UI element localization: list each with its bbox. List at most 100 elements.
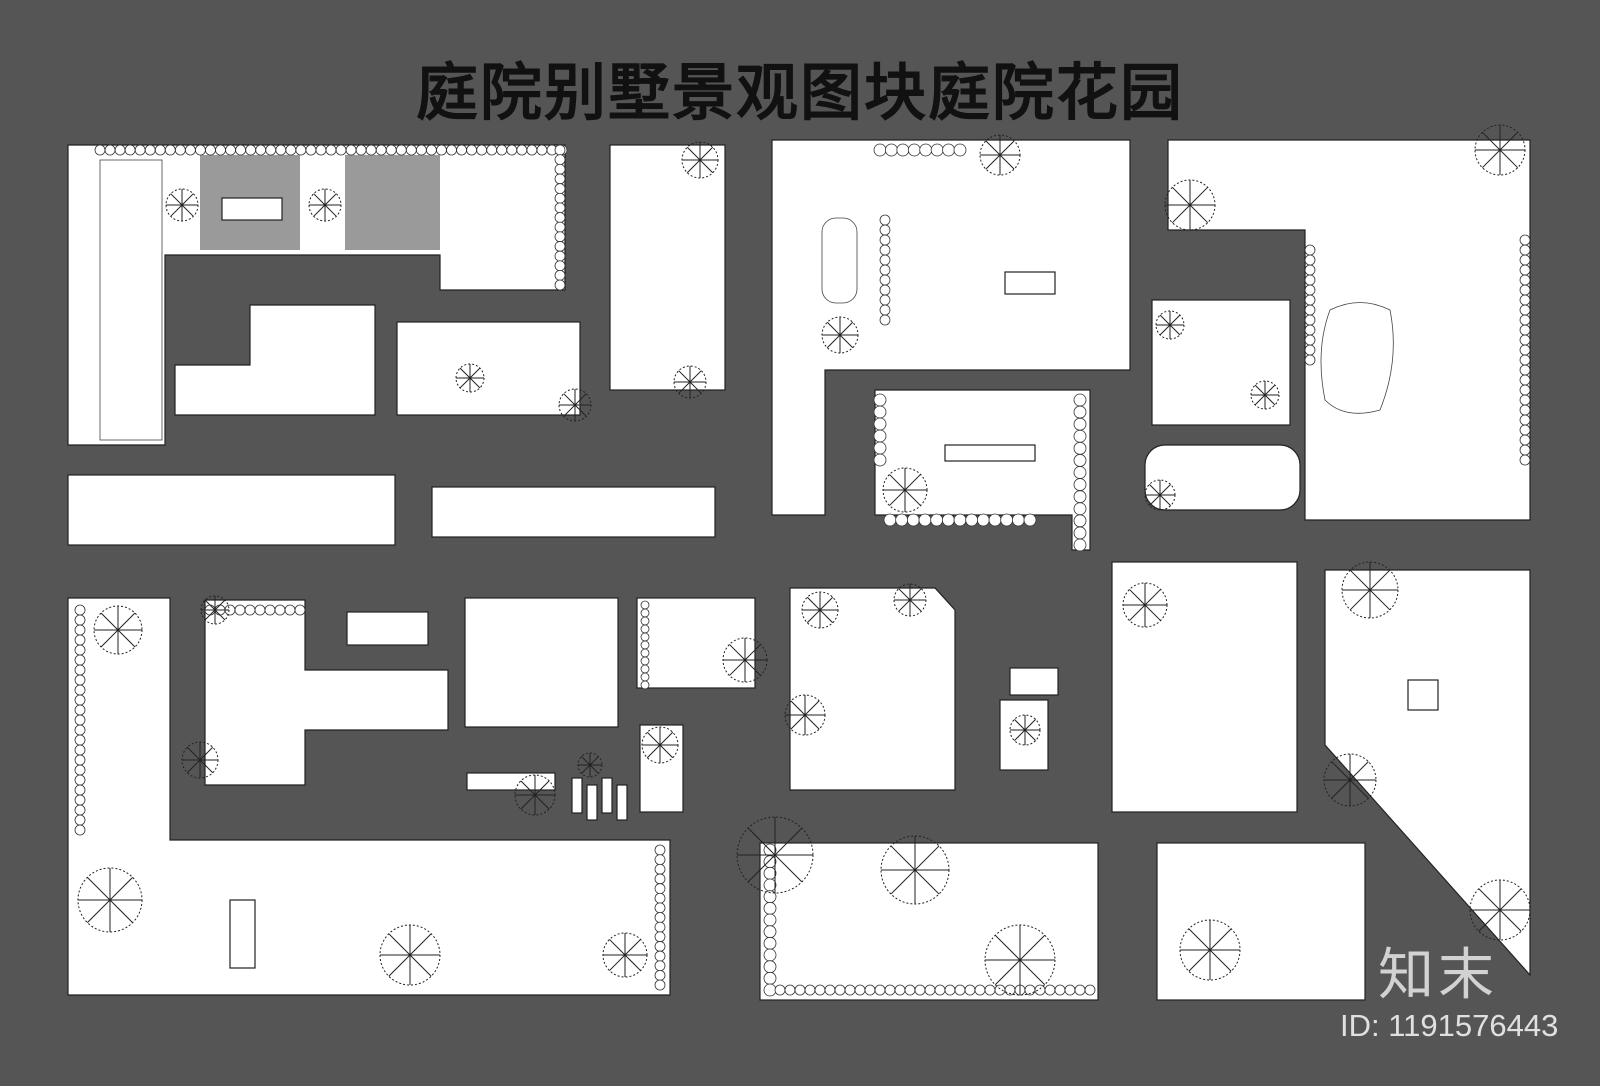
hedge-shrub <box>1519 284 1531 296</box>
hedge-shrub <box>763 948 777 962</box>
hedge-shrub <box>284 604 296 616</box>
tree-symbol <box>93 605 143 655</box>
hedge-shrub <box>834 984 846 996</box>
hedge-shrub <box>74 674 86 686</box>
hedge-shrub <box>184 144 196 156</box>
plan-side-yard <box>609 144 726 391</box>
hedge-shrub <box>554 154 566 166</box>
hedge-shrub <box>526 144 538 156</box>
dining-table <box>944 444 1036 462</box>
hedge-shrub <box>325 144 337 156</box>
watermark-id: ID: 1191576443 <box>1340 1008 1559 1043</box>
hedge-shrub <box>74 664 86 676</box>
hedge-shrub <box>1073 417 1087 431</box>
hedge-shrub <box>879 264 891 276</box>
hedge-shrub <box>654 854 666 866</box>
tree-symbol <box>736 816 814 894</box>
plan-small-2 <box>346 611 429 646</box>
hedge-shrub <box>763 960 777 974</box>
stepping-stones <box>571 777 628 821</box>
plan-deck-4 <box>636 597 756 689</box>
hedge-shrub <box>436 144 447 156</box>
hedge-shrub <box>235 144 247 156</box>
tree-symbol <box>784 694 826 736</box>
hedge-shrub <box>654 902 666 914</box>
hedge-shrub <box>274 604 286 616</box>
hedge-shrub <box>1304 324 1316 336</box>
hedge-shrub <box>74 684 86 696</box>
hedge-shrub <box>174 144 186 156</box>
hedge-shrub <box>305 144 317 156</box>
hedge-shrub <box>1073 526 1087 540</box>
tree-symbol <box>880 835 950 905</box>
hedge-shrub <box>554 144 566 156</box>
hedge-shrub <box>874 984 886 996</box>
hedge-shrub <box>554 183 566 194</box>
hedge-shrub <box>824 984 836 996</box>
hedge-shrub <box>640 640 650 650</box>
hedge-shrub <box>1519 264 1531 276</box>
hedge-shrub <box>934 984 946 996</box>
hedge-shrub <box>1073 454 1087 467</box>
hedge-shrub <box>405 144 417 156</box>
hedge-shrub <box>385 144 397 156</box>
tree-symbol <box>1341 561 1399 619</box>
tree-symbol <box>979 134 1021 176</box>
hedge-shrub <box>763 866 777 880</box>
hedge-shrub <box>74 644 86 656</box>
hedge-shrub <box>74 774 86 786</box>
hedge-shrub <box>814 984 826 996</box>
hedge-shrub <box>640 616 650 626</box>
tree-symbol <box>1179 919 1241 981</box>
hedge-shrub <box>265 144 277 156</box>
hedge-shrub <box>164 144 176 156</box>
hedge-shrub <box>654 941 666 952</box>
hedge-shrub <box>1023 513 1037 527</box>
hedge-shrub <box>873 453 887 467</box>
hedge-shrub <box>879 254 891 266</box>
plan-big-l <box>67 597 671 996</box>
hedge-shrub <box>255 144 267 156</box>
hedge-shrub <box>883 513 897 527</box>
plan-bottom-right <box>1156 842 1366 1001</box>
hedge-shrub <box>879 294 891 306</box>
hedge-shrub <box>1519 334 1531 346</box>
hedge-shrub <box>965 513 979 527</box>
hedge-shrub <box>953 143 967 157</box>
hedge-shrub <box>134 144 146 156</box>
dining-table <box>221 197 283 221</box>
hedge-shrub <box>907 143 921 157</box>
hedge-shrub <box>1000 513 1014 527</box>
hedge-shrub <box>1084 984 1096 996</box>
hedge-shrub <box>74 624 86 636</box>
hedge-shrub <box>640 656 650 666</box>
hedge-shrub <box>335 144 347 156</box>
hedge-shrub <box>1519 354 1531 366</box>
hedge-shrub <box>988 513 1002 527</box>
hedge-shrub <box>1011 513 1025 527</box>
hedge-shrub <box>74 614 86 626</box>
hedge-shrub <box>74 824 86 836</box>
tree-symbol <box>602 932 648 978</box>
hedge-shrub <box>763 878 777 892</box>
hedge-shrub <box>536 144 548 156</box>
hedge-shrub <box>1304 344 1316 356</box>
hedge-shrub <box>1304 354 1316 366</box>
hedge-shrub <box>873 441 887 455</box>
hedge-shrub <box>804 984 816 996</box>
hedge-shrub <box>74 784 86 796</box>
tree-symbol <box>984 924 1056 996</box>
hedge-shrub <box>654 979 666 991</box>
hedge-shrub <box>879 284 891 296</box>
tree-symbol <box>1122 582 1168 628</box>
hedge-shrub <box>879 244 891 256</box>
hedge-shrub <box>74 634 86 646</box>
tree-symbol <box>77 867 143 933</box>
plan-patio <box>174 304 376 416</box>
hedge-shrub <box>554 202 566 214</box>
hedge-shrub <box>1073 478 1087 491</box>
hedge-shrub <box>1064 984 1076 996</box>
plan-bottom-mid <box>759 842 1099 1001</box>
hedge-shrub <box>1073 514 1087 528</box>
